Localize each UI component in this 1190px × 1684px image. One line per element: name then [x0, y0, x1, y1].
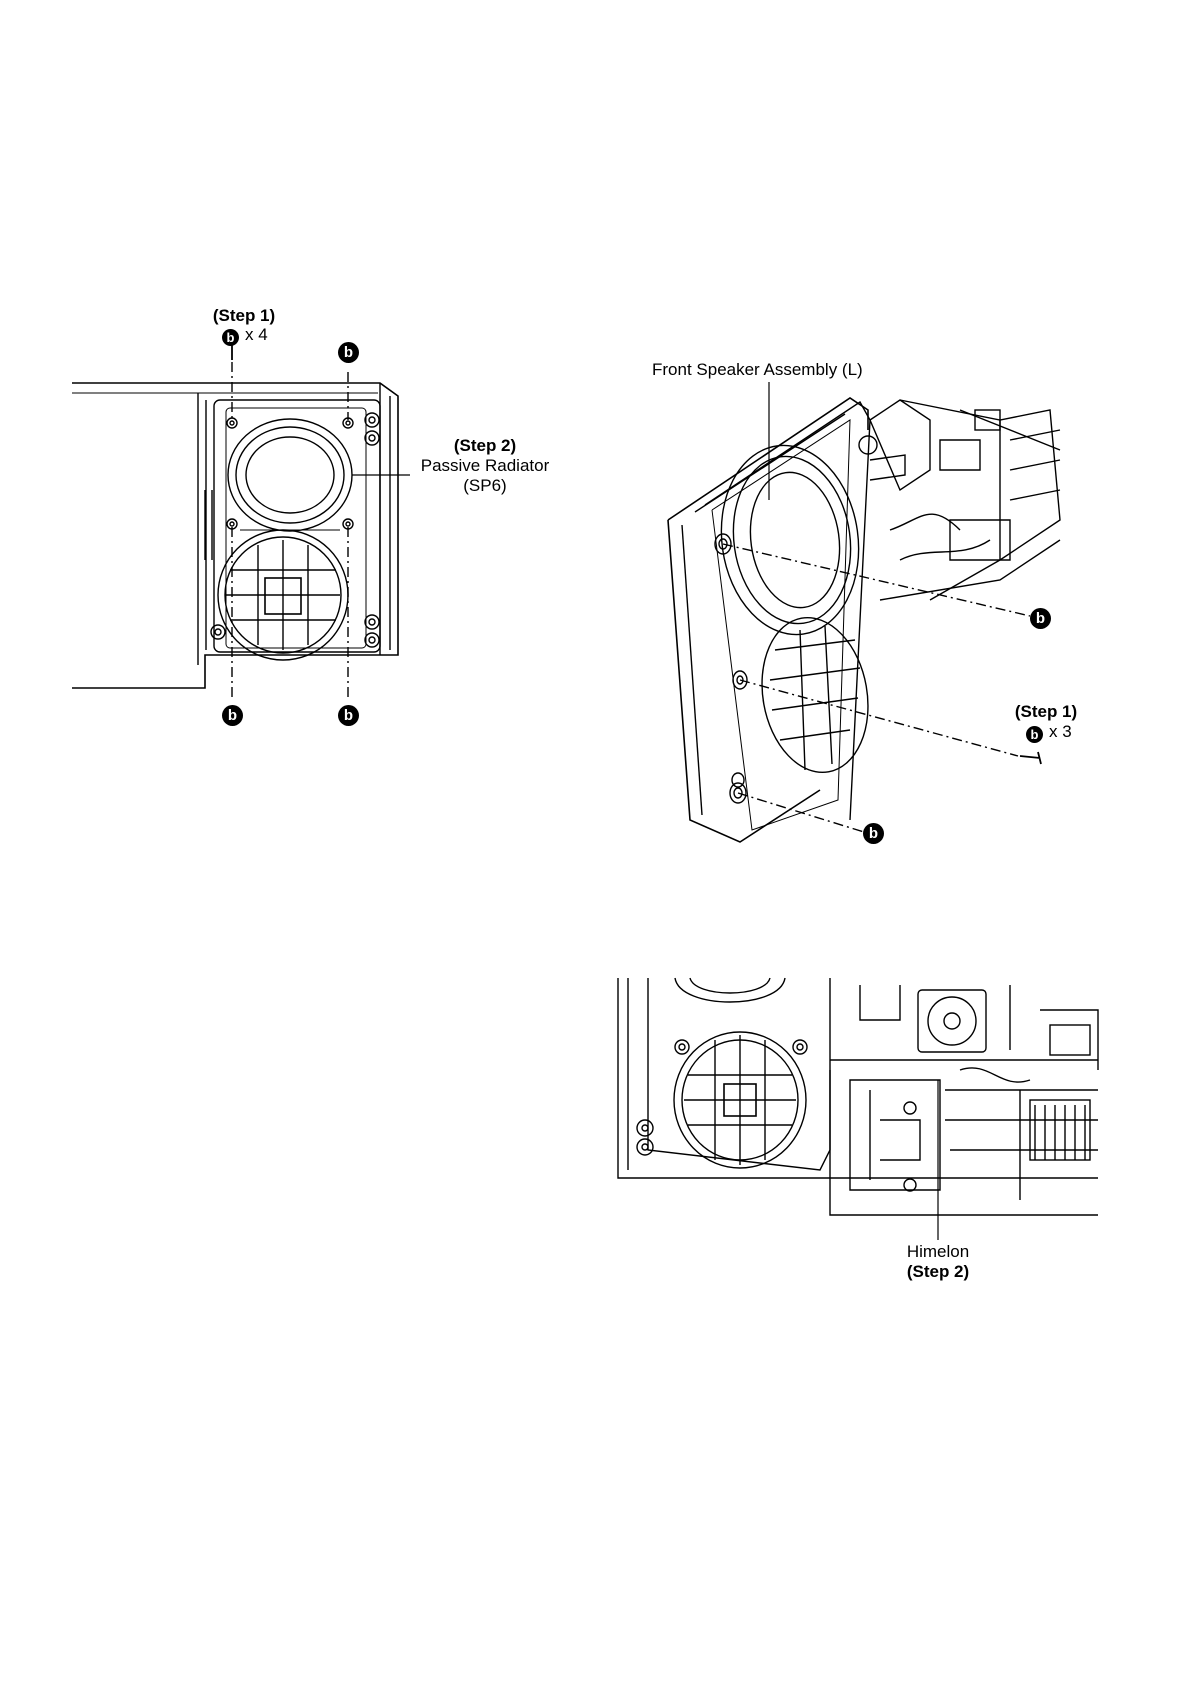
figure-3-part-label: Himelon: [888, 1242, 988, 1262]
figure-3-step-label: (Step 2): [888, 1262, 988, 1282]
